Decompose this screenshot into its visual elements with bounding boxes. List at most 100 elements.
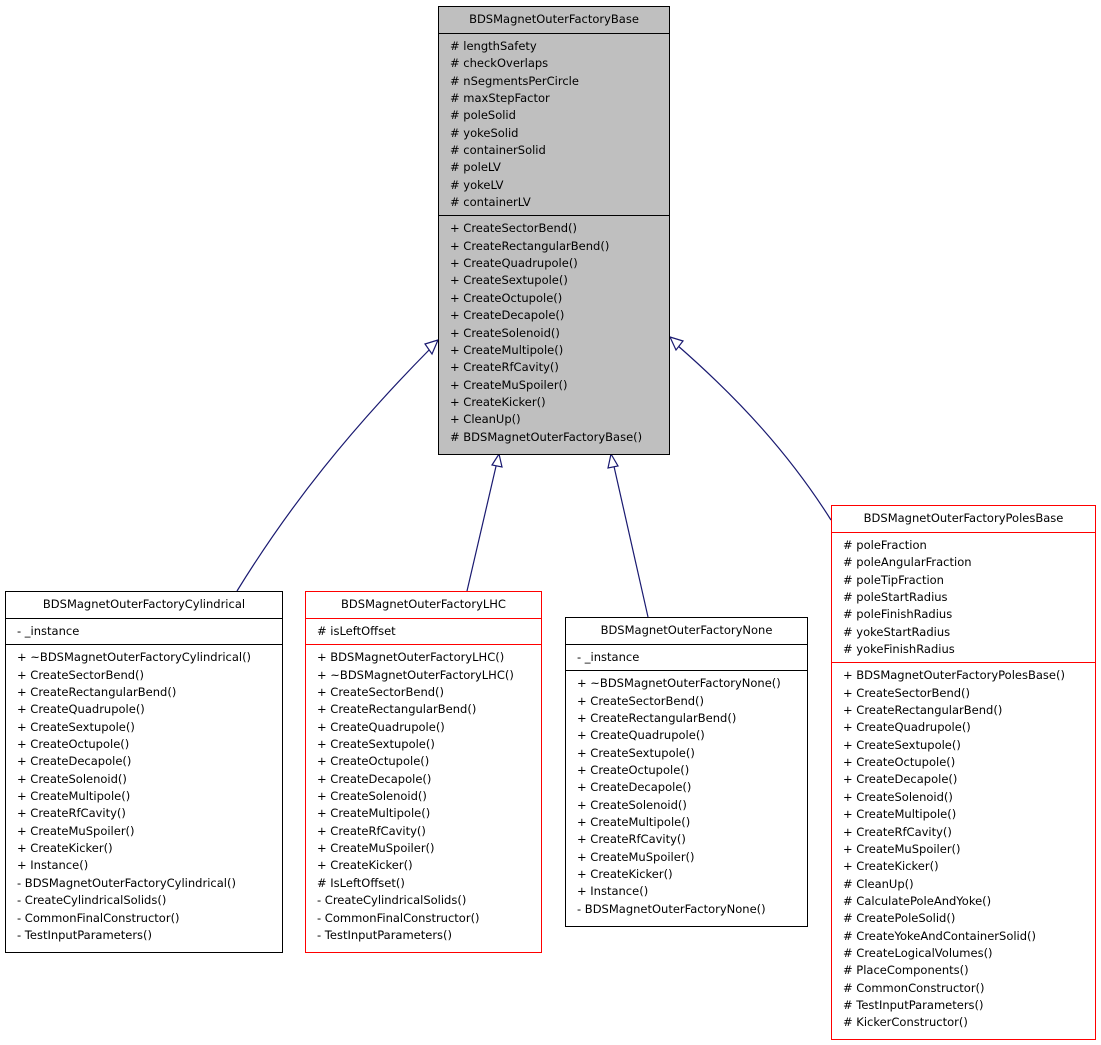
method-item: + CreateDecapole() (450, 308, 565, 323)
method-item: + CreateKicker() (843, 859, 939, 874)
method-item: + CreateSolenoid() (577, 797, 687, 812)
method-item: + CreateDecapole() (577, 780, 692, 795)
edge-none-to-base (612, 461, 649, 618)
class-name: BDSMagnetOuterFactoryCylindrical (42, 597, 246, 611)
method-item: - BDSMagnetOuterFactoryCylindrical() (17, 875, 236, 890)
attribute-item: # containerLV (450, 195, 531, 210)
method-item: + CreateSolenoid() (843, 789, 953, 804)
method-item: + CreateRectangularBend() (843, 703, 1003, 718)
method-item: + CreateSolenoid() (450, 325, 560, 340)
edge-lhc-to-base (466, 461, 498, 592)
method-item: + CreateSolenoid() (317, 789, 427, 804)
arrowhead-lhc (491, 452, 503, 468)
method-item: + CreateQuadrupole() (843, 720, 971, 735)
attribute-item: # nSegmentsPerCircle (450, 73, 579, 88)
class-box-base[interactable]: BDSMagnetOuterFactoryBase # lengthSafety… (438, 6, 670, 455)
method-item: + BDSMagnetOuterFactoryLHC() (317, 650, 505, 665)
attribute-item: # poleStartRadius (843, 590, 948, 605)
method-item: + CreateRfCavity() (17, 806, 126, 821)
class-name: BDSMagnetOuterFactoryBase (469, 12, 639, 26)
method-item: + CreateMultipole() (450, 342, 564, 357)
method-item: - CreateCylindricalSolids() (317, 893, 467, 908)
class-name: BDSMagnetOuterFactoryNone (600, 623, 773, 637)
method-item: - CreateCylindricalSolids() (17, 893, 167, 908)
method-item: - CommonFinalConstructor() (317, 910, 480, 925)
attribute-item: # maxStepFactor (450, 91, 550, 106)
method-item: + CreateRectangularBend() (17, 685, 177, 700)
method-item: + CreateRfCavity() (577, 832, 686, 847)
methods-section: + BDSMagnetOuterFactoryLHC() + ~BDSMagnet… (306, 644, 541, 948)
method-item: # CreatePoleSolid() (843, 911, 956, 926)
methods-section: + BDSMagnetOuterFactoryPolesBase() + Crea… (832, 662, 1095, 1035)
method-item: + CreateRfCavity() (843, 824, 952, 839)
method-item: + CreateMuSpoiler() (450, 377, 568, 392)
attribute-item: # checkOverlaps (450, 56, 549, 71)
method-item: + CreateRectangularBend() (577, 711, 737, 726)
class-box-lhc[interactable]: BDSMagnetOuterFactoryLHC # isLeftOffset … (305, 591, 542, 953)
method-item: + CreateMuSpoiler() (317, 841, 435, 856)
method-item: + CreateRfCavity() (317, 823, 426, 838)
arrowhead-cylindrical (424, 339, 440, 356)
attribute-item: # poleFraction (843, 538, 927, 552)
method-item: # PlaceComponents() (843, 963, 969, 978)
method-item: + BDSMagnetOuterFactoryPolesBase() (843, 668, 1065, 683)
method-item: + CreateQuadrupole() (17, 702, 145, 717)
method-item: + Instance() (577, 884, 649, 899)
method-item: # BDSMagnetOuterFactoryBase() (450, 429, 643, 444)
attribute-item: - _instance (17, 624, 80, 638)
attribute-item: # yokeFinishRadius (843, 642, 955, 657)
attribute-item: # yokeStartRadius (843, 624, 951, 639)
attribute-item: # yokeLV (450, 177, 504, 192)
method-item: + CreateMultipole() (577, 815, 691, 830)
method-item: # TestInputParameters() (843, 997, 984, 1012)
attribute-item: # poleSolid (450, 108, 516, 123)
class-box-none[interactable]: BDSMagnetOuterFactoryNone - _instance + … (565, 617, 808, 927)
attribute-item: # poleFinishRadius (843, 607, 953, 622)
method-item: + CreateQuadrupole() (577, 728, 705, 743)
class-name: BDSMagnetOuterFactoryPolesBase (863, 511, 1064, 525)
arrowhead-none (607, 452, 619, 469)
method-item: + ~BDSMagnetOuterFactoryLHC() (317, 667, 514, 682)
method-item: # CreateYokeAndContainerSolid() (843, 928, 1037, 943)
method-item: + CreateSextupole() (577, 745, 695, 760)
method-item: # CreateLogicalVolumes() (843, 945, 993, 960)
method-item: + CreateSolenoid() (17, 771, 127, 786)
attributes-section: # poleFraction# poleAngularFraction# pol… (832, 532, 1095, 662)
attribute-item: # isLeftOffset (317, 624, 396, 638)
method-item: + CreateOctupole() (317, 754, 430, 769)
attributes-section: - _instance (566, 644, 807, 670)
method-item: + CreateSextupole() (843, 737, 961, 752)
attribute-item: # containerSolid (450, 143, 546, 158)
method-item: + Instance() (17, 858, 89, 873)
method-item: + CreateRectangularBend() (317, 702, 477, 717)
class-box-cylindrical[interactable]: BDSMagnetOuterFactoryCylindrical - _inst… (5, 591, 283, 953)
edge-cylindrical-to-base (236, 347, 432, 592)
method-item: - CommonFinalConstructor() (17, 910, 180, 925)
method-item: # CalculatePoleAndYoke() (843, 893, 992, 908)
method-item: + CreateSectorBend() (450, 221, 577, 236)
method-item: + CreateOctupole() (17, 737, 130, 752)
method-item: + CreateDecapole() (843, 772, 958, 787)
class-name: BDSMagnetOuterFactoryLHC (341, 597, 506, 611)
method-item: # KickerConstructor() (843, 1015, 968, 1030)
method-item: # CleanUp() (843, 876, 914, 891)
method-item: + ~BDSMagnetOuterFactoryCylindrical() (17, 650, 252, 665)
attribute-item: # yokeSolid (450, 125, 519, 140)
methods-section: + ~BDSMagnetOuterFactoryNone()+ CreateSe… (566, 670, 807, 922)
method-item: + CreateOctupole() (577, 763, 690, 778)
method-item: + CreateQuadrupole() (317, 719, 445, 734)
method-item: + CreateDecapole() (17, 754, 132, 769)
method-item: + CreateOctupole() (843, 755, 956, 770)
arrowhead-poles (668, 336, 685, 352)
method-item: + CreateDecapole() (317, 771, 432, 786)
method-item: + CreateSextupole() (317, 737, 435, 752)
method-item: + CreateRectangularBend() (450, 238, 610, 253)
attributes-section: - _instance (6, 618, 282, 644)
class-box-poles-base[interactable]: BDSMagnetOuterFactoryPolesBase # poleFra… (831, 505, 1096, 1040)
method-item: + CreateRfCavity() (450, 360, 559, 375)
method-item: # IsLeftOffset() (317, 875, 405, 890)
method-item: - TestInputParameters() (317, 927, 453, 942)
method-item: # CommonConstructor() (843, 980, 985, 995)
method-item: + CreateKicker() (450, 394, 546, 409)
